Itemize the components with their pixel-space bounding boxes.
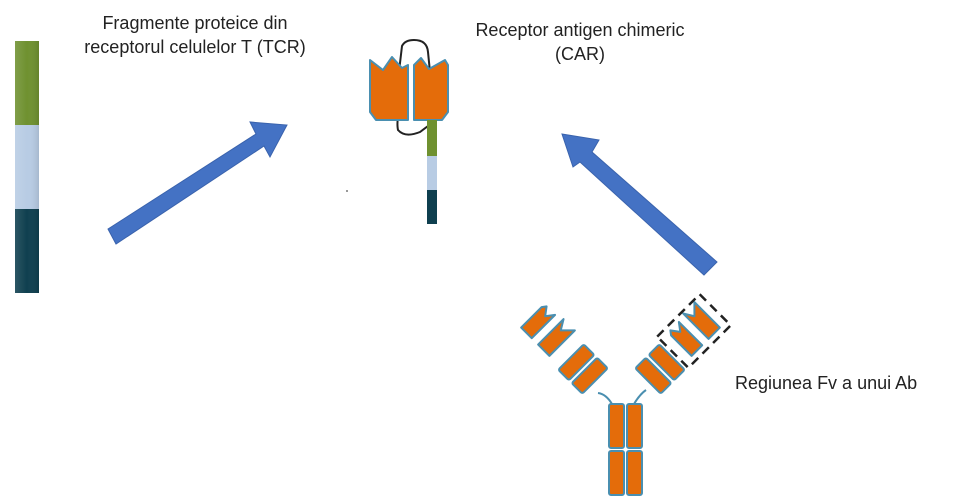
antibody-right-variable-1: [669, 320, 704, 357]
label-car-line-2: (CAR): [555, 44, 605, 64]
arrow-tcr-to-car: [107, 121, 288, 245]
car-domain-right: [413, 57, 449, 121]
label-tcr-fragments-line-2: receptorul celulelor T (TCR): [84, 37, 306, 57]
tcr-fragment-bar: [15, 41, 39, 293]
antibody-left-constant-2: [571, 357, 608, 394]
car-stalk-darkteal: [427, 190, 437, 224]
arrow-fv-to-car: [561, 133, 718, 276]
label-tcr-fragments: Fragmente proteice din receptorul celule…: [50, 11, 340, 59]
car-scfv-linker: [397, 38, 432, 83]
label-tcr-fragments-line-1: Fragmente proteice din: [102, 13, 288, 33]
antibody-fc-upper-left: [608, 403, 625, 449]
antibody: [520, 292, 733, 496]
antibody-left-variable-2: [537, 318, 576, 357]
label-fv-region: Regiunea Fv a unui Ab: [735, 373, 918, 393]
car-stalk-green: [427, 120, 437, 156]
car-stalk-lightblue: [427, 156, 437, 190]
label-car: Receptor antigen chimeric (CAR): [440, 18, 720, 66]
fv-region-dashed-box: [655, 292, 733, 370]
antibody-fc-lower-left: [608, 450, 625, 496]
antibody-right-constant-2: [648, 344, 685, 381]
antibody-fc-upper-right: [626, 403, 643, 449]
antibody-fc-lower-right: [626, 450, 643, 496]
antibody-left-variable-1: [520, 305, 557, 340]
label-car-line-1: Receptor antigen chimeric: [475, 20, 685, 40]
antibody-right-constant-1: [635, 357, 672, 394]
antibody-left-constant-1: [558, 344, 595, 381]
antibody-right-variable-2: [682, 301, 721, 340]
car-receptor: [369, 38, 449, 224]
car-domain-left: [369, 56, 409, 121]
